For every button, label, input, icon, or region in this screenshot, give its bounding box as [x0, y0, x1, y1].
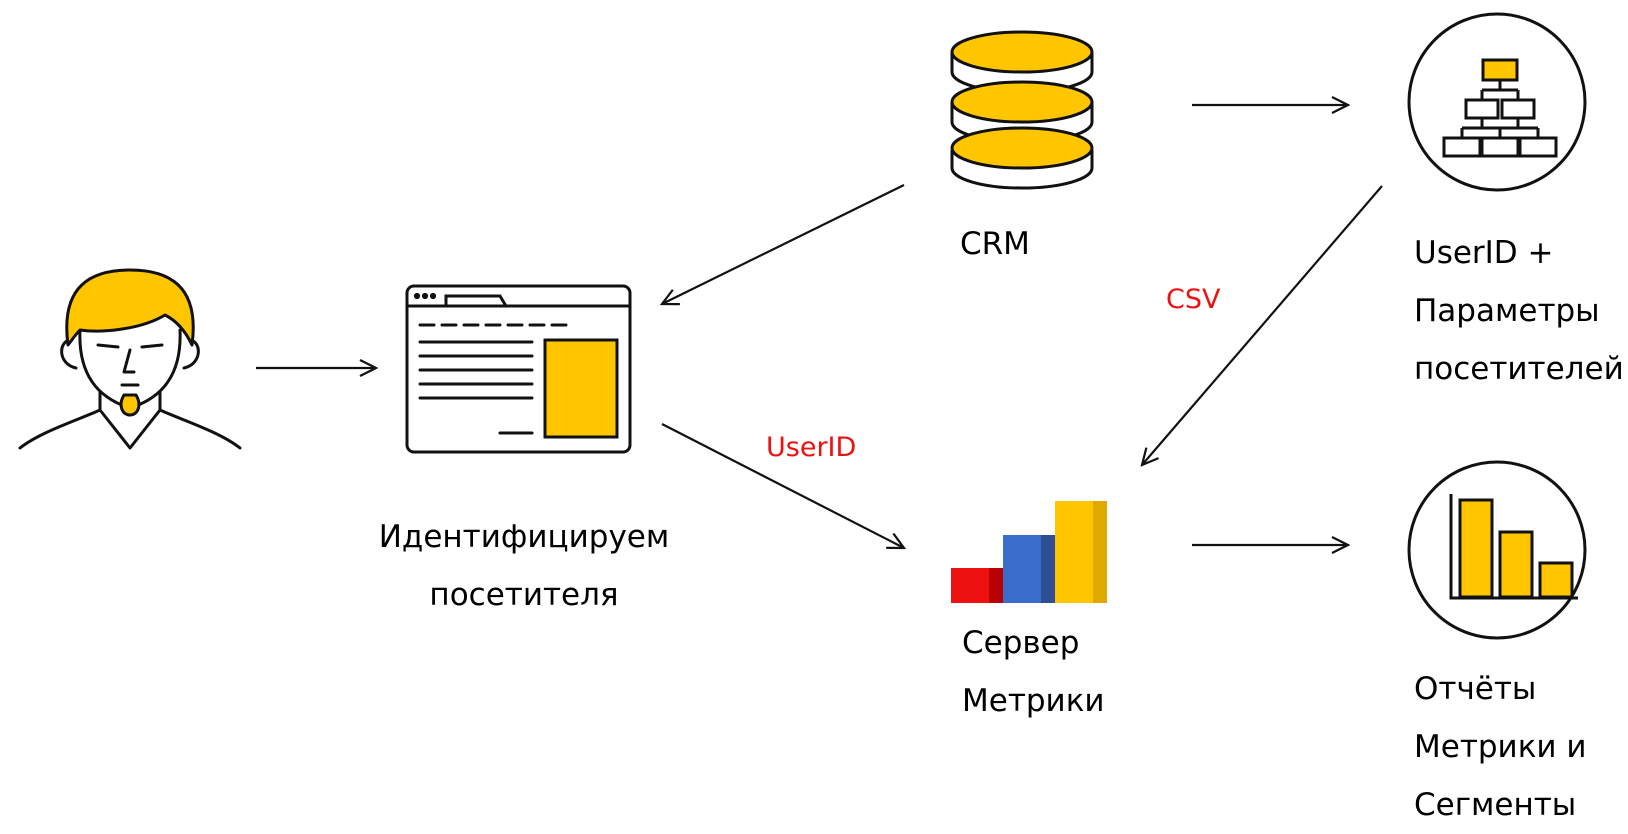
reports-label-line-1: Отчёты [1414, 671, 1537, 707]
params-label-line-2: Параметры [1414, 293, 1600, 329]
arrow-params-to-server [1142, 185, 1383, 465]
website-label: Идентифицируем посетителя [364, 508, 684, 624]
arrow-crm-to-site [662, 184, 905, 304]
reports-label: Отчёты Метрики и Сегменты [1414, 660, 1587, 834]
crm-label: CRM [960, 226, 1030, 262]
reports-label-line-3: Сегменты [1414, 787, 1577, 823]
bar-chart-icon [1407, 460, 1587, 640]
params-label-line-1: UserID + [1414, 235, 1554, 271]
bar-chart-logo-icon [951, 501, 1107, 603]
reports-label-line-2: Метрики и [1414, 729, 1587, 765]
edge-label-userid: UserID [766, 432, 857, 463]
server-label-line-1: Сервер [962, 625, 1080, 661]
server-label: Сервер Метрики [962, 614, 1105, 730]
hierarchy-icon [1407, 12, 1587, 192]
website-label-line-1: Идентифицируем [378, 519, 670, 555]
arrows [256, 105, 1383, 548]
website-label-line-2: посетителя [429, 577, 619, 613]
browser-window-icon [405, 284, 632, 454]
params-label-line-3: посетителей [1414, 351, 1624, 387]
params-label: UserID + Параметры посетителей [1414, 224, 1624, 398]
person-icon [18, 268, 242, 450]
arrow-site-to-server [661, 423, 904, 548]
server-label-line-2: Метрики [962, 683, 1105, 719]
database-icon [950, 30, 1094, 190]
edge-label-csv: CSV [1166, 284, 1221, 315]
